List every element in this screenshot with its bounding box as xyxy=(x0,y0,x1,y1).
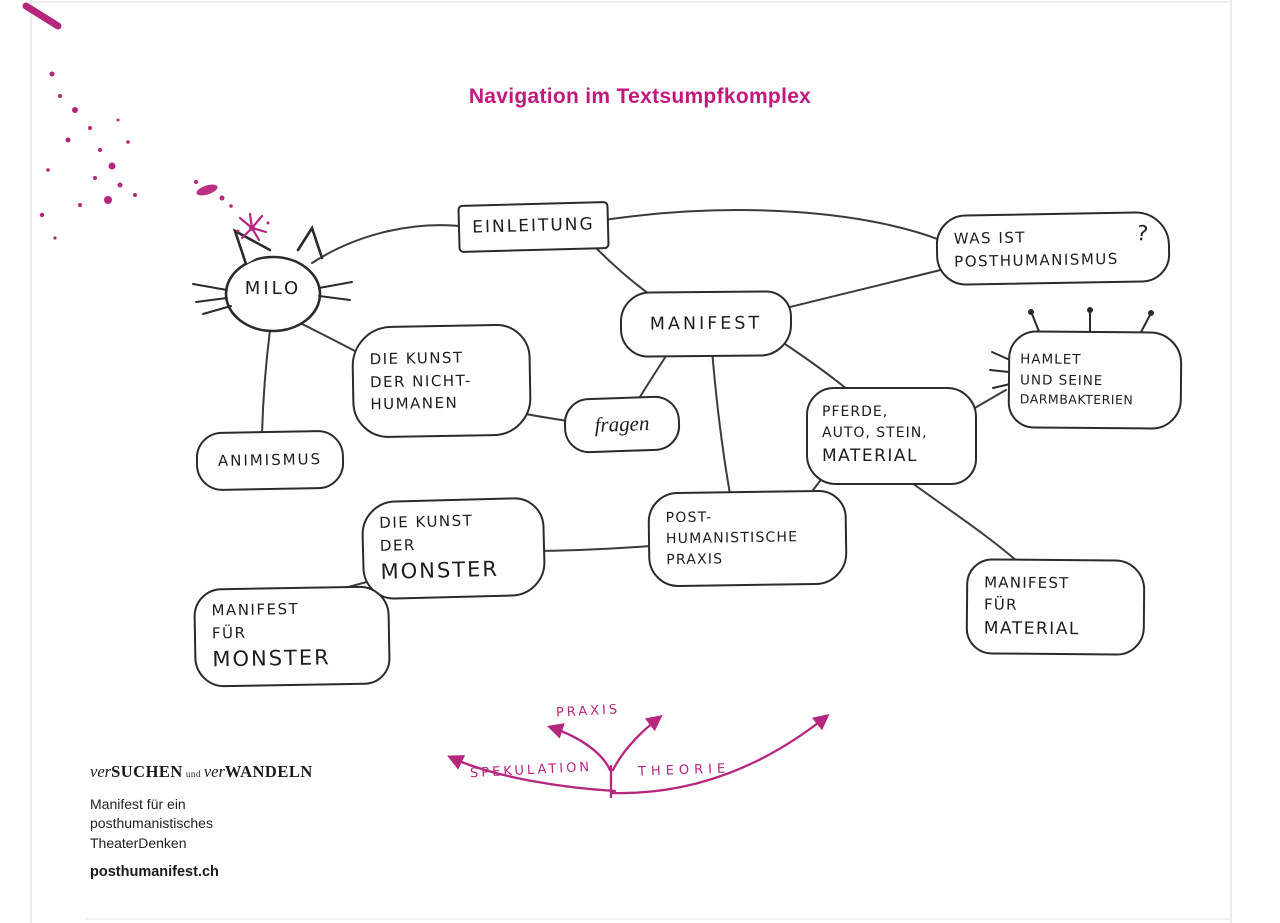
node-pferde-line1: PFERDE, xyxy=(822,404,889,421)
wordmark-und: und xyxy=(185,769,201,779)
node-hamlet-line3: DARMBAKTERIEN xyxy=(1019,391,1134,408)
arrow-theorie xyxy=(610,713,830,795)
axis-label-theorie: THEORIE xyxy=(637,761,731,780)
edge-pferde-material xyxy=(907,479,1019,563)
edge-einleitung-wasist xyxy=(603,209,941,241)
node-pferde-line3: MATERIAL xyxy=(822,446,919,467)
node-kunst-nicht-line2: DER NICHT- xyxy=(369,371,472,391)
edge-manifest-postpraxis xyxy=(711,349,731,495)
edge-manifest-pferde xyxy=(781,341,849,391)
node-kunst-monster-line2: DER xyxy=(379,535,417,555)
node-manifest-material-line1: MANIFEST xyxy=(984,573,1070,592)
node-manifest-material-line2: FÜR xyxy=(983,595,1018,614)
arrow-spekulation xyxy=(447,755,617,793)
question-mark: ? xyxy=(1135,220,1152,247)
node-einleitung: EINLEITUNG xyxy=(457,201,610,253)
node-was-ist-line1: WAS IST xyxy=(953,228,1027,248)
axes-arrows xyxy=(447,713,830,799)
node-post-praxis-line3: PRAXIS xyxy=(666,551,724,569)
wordmark-ver2: ver xyxy=(203,762,225,781)
website-url: posthumanifest.ch xyxy=(90,863,219,880)
arrow-praxis xyxy=(546,723,612,772)
edge-einleitung-manifest xyxy=(593,245,653,297)
wordmark-wandeln: WANDELN xyxy=(224,762,313,781)
wordmark-suchen: SUCHEN xyxy=(111,762,183,781)
paint-splatter xyxy=(22,2,270,242)
node-manifest-label: MANIFEST xyxy=(649,313,763,335)
node-pferde-auto-stein-material: PFERDE, AUTO, STEIN, MATERIAL xyxy=(806,387,977,485)
node-fragen: fragen xyxy=(563,394,681,455)
node-hamlet-line1: HAMLET xyxy=(1020,351,1082,369)
node-kunst-der-nicht-humanen: DIE KUNST DER NICHT- HUMANEN xyxy=(351,323,532,439)
node-pferde-line2: AUTO, STEIN, xyxy=(822,425,928,442)
node-manifest-material-line3: MATERIAL xyxy=(983,618,1080,639)
node-post-praxis-line1: POST- xyxy=(665,509,713,527)
node-kunst-monster-line1: DIE KUNST xyxy=(379,511,474,533)
wordmark-ver1: ver xyxy=(90,762,112,781)
edge-milo-einleitung xyxy=(311,224,461,264)
node-manifest: MANIFEST xyxy=(619,290,793,358)
node-kunst-der-monster: DIE KUNST DER MONSTER xyxy=(360,496,547,601)
node-manifest-monster-line1: MANIFEST xyxy=(211,600,300,620)
node-kunst-nicht-line1: DIE KUNST xyxy=(369,348,464,369)
imprint-line2: posthumanistisches xyxy=(90,815,213,832)
arrow-praxis-right xyxy=(611,715,663,772)
node-manifest-fuer-monster: MANIFEST FÜR MONSTER xyxy=(193,585,391,688)
scan-edge-lines xyxy=(30,0,1232,923)
node-animismus: ANIMISMUS xyxy=(195,429,345,492)
node-hamlet-darmbakterien: HAMLET UND SEINE DARMBAKTERIEN xyxy=(1007,330,1183,430)
milo-cat-drawing xyxy=(192,224,353,333)
imprint-line3: TheaterDenken xyxy=(90,834,187,851)
node-was-ist-posthumanismus: WAS IST POSTHUMANISMUS ? xyxy=(935,210,1171,287)
edge-manifest-fragen xyxy=(637,349,671,401)
node-manifest-monster-line2: FÜR xyxy=(211,623,247,643)
node-posthumanistische-praxis: POST- HUMANISTISCHE PRAXIS xyxy=(647,489,848,588)
node-manifest-fuer-material: MANIFEST FÜR MATERIAL xyxy=(965,558,1146,656)
connector-edges xyxy=(261,209,1019,603)
node-post-praxis-line2: HUMANISTISCHE xyxy=(665,529,799,548)
imprint-line1: Manifest für ein xyxy=(90,796,186,812)
imprint-claim: Manifest für ein posthumanistisches Thea… xyxy=(90,795,313,853)
edge-milo-animismus xyxy=(261,329,271,435)
node-manifest-monster-line3: MONSTER xyxy=(212,645,331,672)
node-fragen-label: fragen xyxy=(594,410,650,437)
node-kunst-monster-line3: MONSTER xyxy=(380,557,500,585)
node-was-ist-line2: POSTHUMANISMUS xyxy=(954,249,1119,271)
node-einleitung-label: EINLEITUNG xyxy=(472,214,595,238)
node-hamlet-line2: UND SEINE xyxy=(1019,371,1104,389)
node-milo-label: MILO xyxy=(244,278,302,299)
node-kunst-nicht-line3: HUMANEN xyxy=(370,393,459,414)
node-animismus-label: ANIMISMUS xyxy=(217,450,323,471)
page-title: Navigation im Textsumpfkomplex xyxy=(468,85,812,108)
